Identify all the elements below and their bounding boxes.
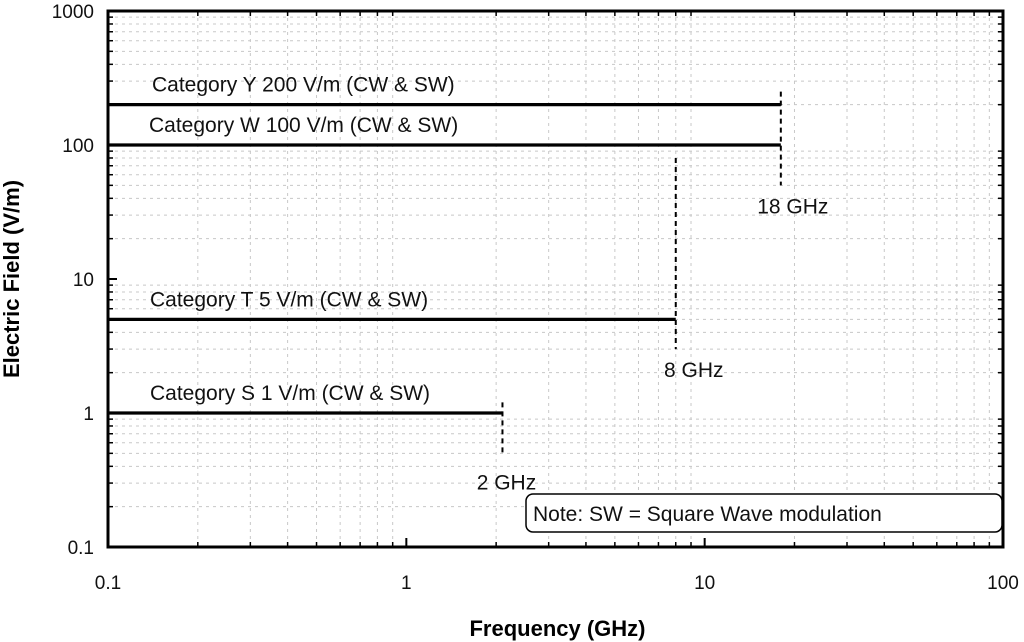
axis-tick-labels: 0.1 1 10 100 0.1 1 10 100 1000 [52, 2, 1019, 594]
note-frame [525, 493, 1003, 533]
series-label: Category W 100 V/m (CW & SW) [149, 114, 458, 137]
grid [108, 11, 1003, 547]
limit-marker-label: 2 GHz [477, 471, 537, 494]
x-tick-label: 0.1 [95, 573, 121, 594]
note-box: Note: SW = Square Wave modulation [525, 493, 1003, 533]
y-axis-title: Electric Field (V/m) [0, 180, 24, 378]
y-tick-label: 10 [73, 270, 94, 291]
series-label: Category T 5 V/m (CW & SW) [150, 288, 428, 311]
series-label: Category Y 200 V/m (CW & SW) [152, 74, 455, 97]
x-tick-label: 1 [401, 573, 412, 594]
y-tick-label: 1000 [52, 2, 94, 23]
y-tick-label: 100 [62, 136, 94, 157]
x-axis-title: Frequency (GHz) [469, 616, 645, 641]
series-label: Category S 1 V/m (CW & SW) [150, 382, 430, 405]
y-tick-label: 1 [83, 404, 94, 425]
series-group: Category Y 200 V/m (CW & SW) Category W 1… [108, 74, 781, 415]
x-tick-label: 100 [987, 573, 1019, 594]
limit-marker-label: 8 GHz [664, 359, 724, 382]
x-tick-label: 10 [694, 573, 715, 594]
note-text: Note: SW = Square Wave modulation [533, 503, 882, 526]
limit-markers: 18 GHz 8 GHz 2 GHz [477, 91, 828, 494]
plot-frame [106, 9, 1005, 549]
limit-marker-label: 18 GHz [757, 195, 828, 218]
y-tick-label: 0.1 [68, 538, 94, 559]
